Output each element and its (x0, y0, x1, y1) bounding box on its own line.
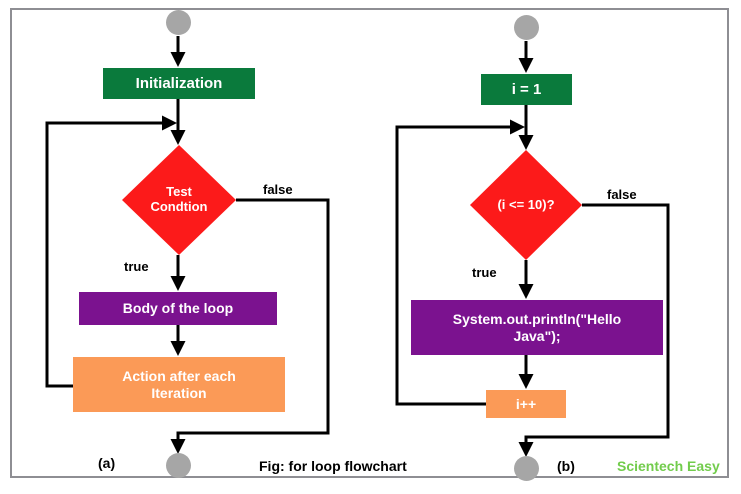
end-terminator-b (514, 456, 539, 481)
figure-caption: Fig: for loop flowchart (259, 458, 407, 474)
process-println-hello-java-b: System.out.println("Hello Java"); (411, 300, 663, 355)
process-init-i-equals-1-b: i = 1 (481, 74, 572, 105)
edge-label-true-a: true (124, 259, 149, 274)
panel-label-a: (a) (98, 455, 116, 471)
decision-line2-a: Condtion (150, 199, 208, 214)
start-terminator-b (514, 15, 539, 40)
brand-watermark: Scientech Easy (617, 458, 720, 474)
decision-i-lte-10-b: (i <= 10)? (470, 150, 582, 260)
panel-label-b: (b) (557, 458, 575, 474)
update-line1-a: Action after each (122, 367, 236, 384)
decision-label-b: (i <= 10)? (497, 196, 555, 212)
decision-line1-a: Test (166, 184, 192, 200)
start-terminator-a (166, 10, 191, 35)
edge-label-true-b: true (472, 265, 497, 280)
edge-label-false-b: false (607, 187, 637, 202)
body-line2-b: Java"); (513, 327, 561, 344)
process-action-after-iteration-a: Action after each Iteration (73, 357, 285, 412)
decision-test-condition-a: Test Condtion (122, 145, 236, 255)
decision-label-a: Test Condtion (122, 145, 236, 255)
edge-label-false-a: false (263, 182, 293, 197)
body-line1-b: System.out.println("Hello (452, 310, 622, 327)
process-increment-i-b: i++ (486, 390, 566, 418)
process-initialization-a: Initialization (103, 68, 255, 99)
process-body-of-loop-a: Body of the loop (79, 292, 277, 325)
end-terminator-a (166, 453, 191, 478)
update-line2-a: Iteration (151, 384, 207, 401)
